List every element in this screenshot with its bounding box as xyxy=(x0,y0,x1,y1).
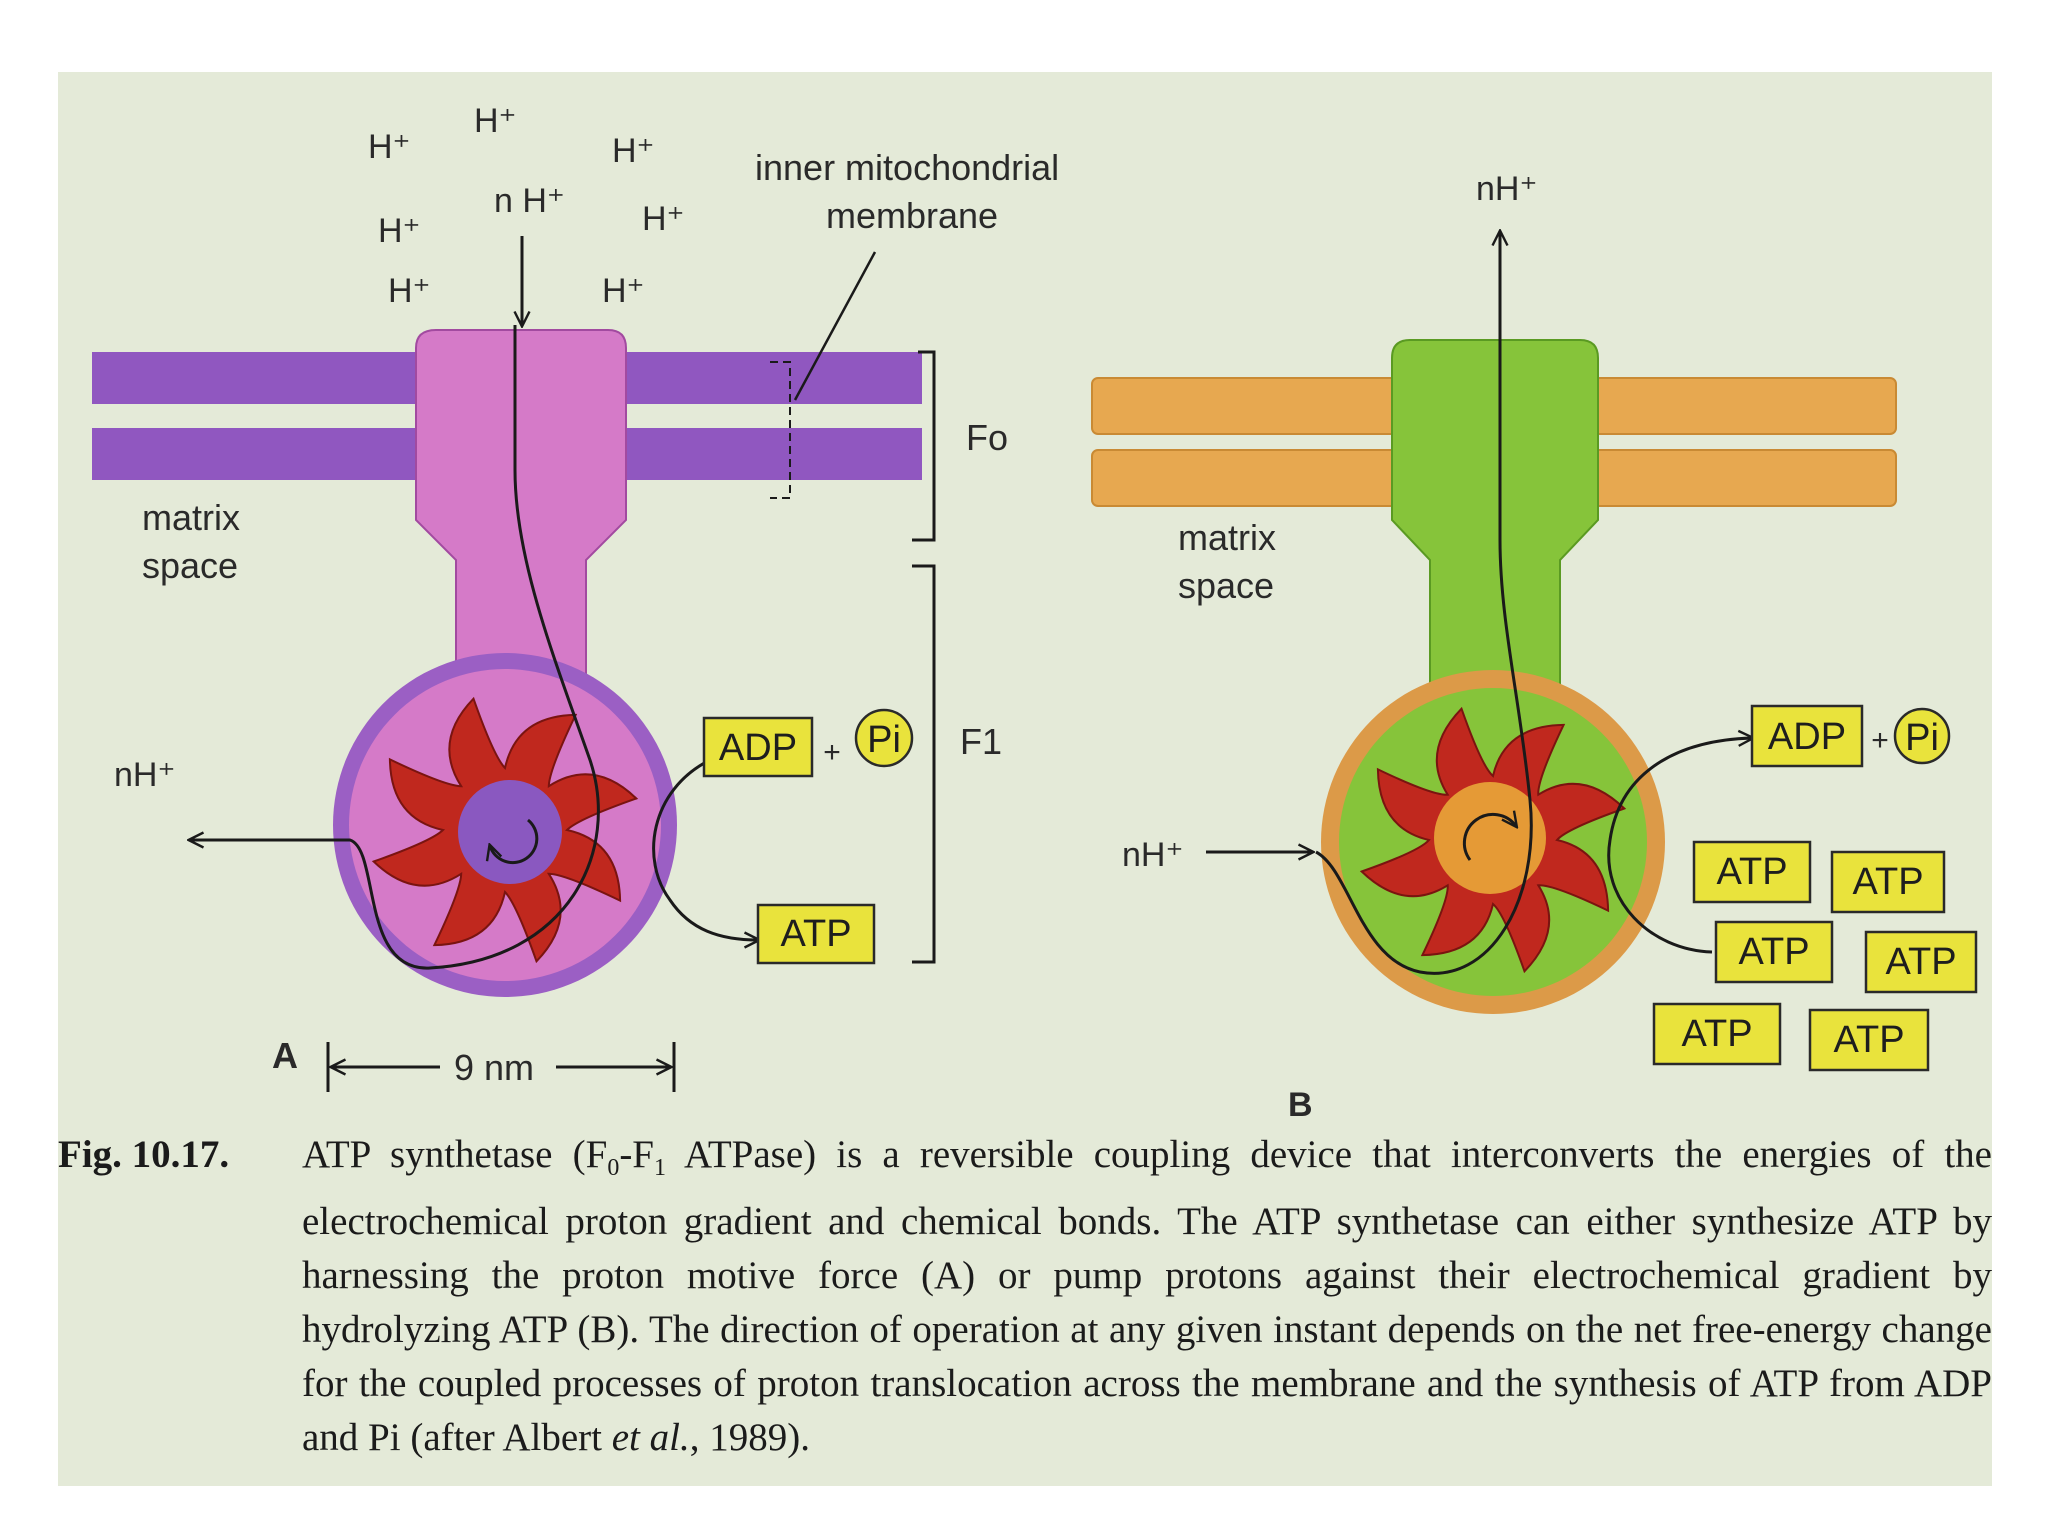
panel-a-letter: A xyxy=(272,1035,298,1076)
caption-part: -F xyxy=(619,1133,654,1176)
rotation-arrow-a xyxy=(490,818,539,865)
n-protons-in-label-b: nH⁺ xyxy=(1122,836,1183,874)
adp-label-a: ADP xyxy=(719,727,797,769)
fo-bracket xyxy=(912,350,936,542)
matrix-label-line2: space xyxy=(142,545,238,586)
n-protons-out-label: nH⁺ xyxy=(114,756,175,794)
pi-circle-b xyxy=(1893,707,1951,765)
proton-label: H⁺ xyxy=(474,102,517,140)
scale-bar-right xyxy=(556,1042,674,1092)
atp-boxes-b: ATP ATP ATP ATP ATP ATP xyxy=(1652,840,1978,1072)
matrix-label-b-line1: matrix xyxy=(1178,517,1276,558)
proton-label: H⁺ xyxy=(602,272,645,310)
caption-subscript: 1 xyxy=(654,1155,666,1181)
synthase-body-a xyxy=(415,329,627,701)
atp-label: ATP xyxy=(1852,861,1923,903)
panel-a: H⁺ H⁺ H⁺ H⁺ H⁺ H⁺ H⁺ n H⁺ inner mitochon… xyxy=(92,102,1059,1092)
scale-bar-left xyxy=(328,1042,440,1092)
atp-label-a: ATP xyxy=(780,913,851,955)
atp-box-a xyxy=(756,903,876,965)
scale-label: 9 nm xyxy=(454,1047,534,1088)
rotation-arrow-b xyxy=(1462,814,1516,861)
proton-path-a xyxy=(190,325,600,970)
atp-label: ATP xyxy=(1738,931,1809,973)
figure-number: Fig. 10.17. xyxy=(58,1133,230,1176)
caption-text: ATP synthetase (F0-F1 ATPase) is a rever… xyxy=(302,1128,1992,1465)
atp-label: ATP xyxy=(1833,1019,1904,1061)
adp-box-b xyxy=(1750,704,1864,768)
proton-label: H⁺ xyxy=(368,128,411,166)
proton-labels-a: H⁺ H⁺ H⁺ H⁺ H⁺ H⁺ H⁺ n H⁺ xyxy=(368,102,685,310)
rotor-core-b xyxy=(1434,782,1546,894)
caption-part: , 1989). xyxy=(689,1416,810,1459)
fo-label: Fo xyxy=(966,417,1008,458)
caption-part: ATP synthetase (F xyxy=(302,1133,608,1176)
caption-part: ATPase) is a reversible coupling device … xyxy=(302,1133,1992,1459)
atp-label: ATP xyxy=(1885,941,1956,983)
proton-label: H⁺ xyxy=(378,212,421,250)
proton-label: H⁺ xyxy=(388,272,431,310)
proton-label: H⁺ xyxy=(612,132,655,170)
n-protons-in-label: n H⁺ xyxy=(494,182,565,220)
plus-sign-a: + xyxy=(823,736,841,769)
pi-circle-a xyxy=(854,708,914,768)
matrix-label-b-line2: space xyxy=(1178,565,1274,606)
atp-label: ATP xyxy=(1681,1013,1752,1055)
f1-bracket xyxy=(912,564,936,964)
membrane-label-line2: membrane xyxy=(826,195,998,236)
atp-to-adp-arrow-b xyxy=(1607,738,1752,954)
atp-label: ATP xyxy=(1716,851,1787,893)
synthase-body-b xyxy=(1391,339,1599,691)
plus-sign-b: + xyxy=(1871,724,1889,757)
adp-to-atp-arrow-a xyxy=(652,758,758,940)
proton-label: H⁺ xyxy=(642,200,685,238)
adp-box-a xyxy=(702,716,814,778)
pi-label-a: Pi xyxy=(867,719,901,761)
membrane-pointer-line xyxy=(793,251,877,401)
adp-label-b: ADP xyxy=(1768,716,1846,758)
caption-italic: et al. xyxy=(611,1416,690,1459)
n-protons-out-label-b: nH⁺ xyxy=(1476,170,1537,208)
panel-b: nH⁺ matrix space nH⁺ ADP + Pi ATP ATP AT… xyxy=(1091,170,1978,1124)
proton-path-b xyxy=(1315,232,1533,975)
matrix-label-line1: matrix xyxy=(142,497,240,538)
panel-b-letter: B xyxy=(1288,1086,1313,1124)
f1-label: F1 xyxy=(960,721,1002,762)
pi-label-b: Pi xyxy=(1905,717,1939,759)
membrane-label-line1: inner mitochondrial xyxy=(755,147,1059,188)
caption-subscript: 0 xyxy=(607,1155,620,1181)
rotor-core-a xyxy=(458,780,562,884)
